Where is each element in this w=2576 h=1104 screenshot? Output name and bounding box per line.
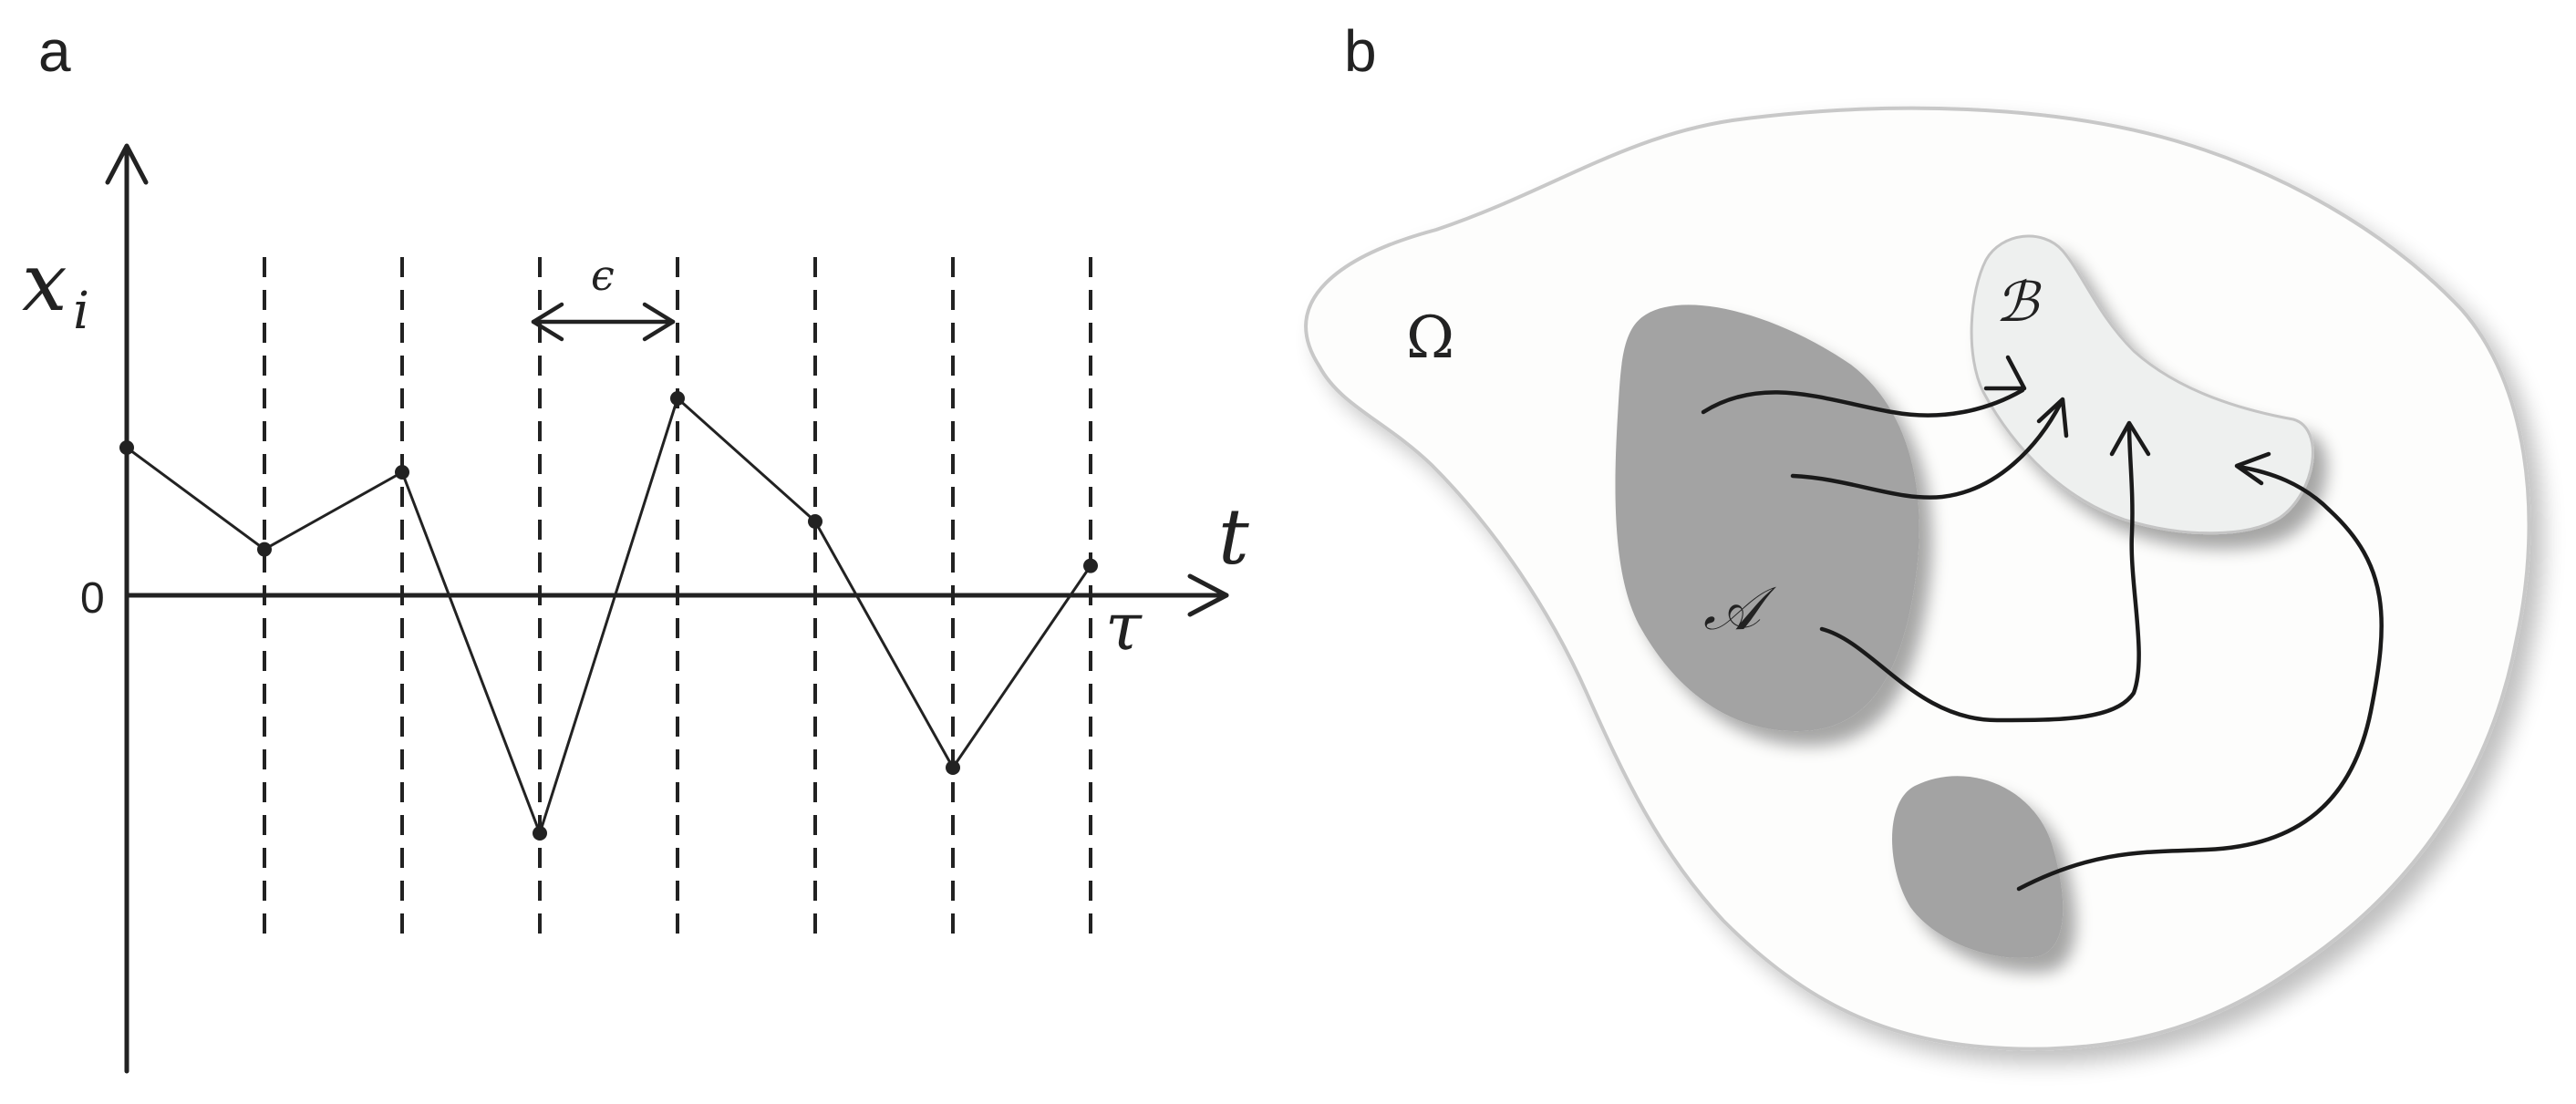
region-omega: [1304, 106, 2531, 1051]
region-omega-label: Ω: [1406, 304, 1454, 372]
series-point-2: [395, 465, 409, 480]
y-axis-label: x i: [22, 235, 89, 341]
grid-dashes: [263, 257, 1092, 944]
region-b: [1970, 234, 2314, 535]
region-a-small: [1892, 776, 2064, 958]
flow-arrow-2-head: [2036, 397, 2069, 439]
series-line: [126, 397, 1092, 835]
series-point-4: [670, 391, 685, 406]
series-points: [119, 391, 1098, 841]
series-point-1: [257, 542, 272, 557]
region-b-label: ℬ: [1995, 271, 2042, 335]
flow-arrow-1-head: [1983, 355, 2027, 391]
y-axis-label-subscript: i: [73, 282, 89, 341]
series-point-0: [119, 440, 134, 455]
flow-arrow-1: [1701, 387, 2025, 418]
flow-arrow-2: [1790, 400, 2064, 500]
interval-arrow-left-head: [531, 302, 564, 342]
panel-b: b Ω 𝒜 ℬ: [1304, 18, 2531, 1051]
panel-a: a 0 x i t τ ϵ: [22, 18, 1249, 1074]
interval-label: ϵ: [591, 251, 615, 300]
series-point-5: [808, 514, 822, 529]
x-axis-arrowhead: [1187, 573, 1229, 617]
series-point-3: [533, 826, 547, 841]
series-point-7: [1083, 558, 1098, 573]
y-axis-arrowhead: [105, 143, 149, 185]
region-a: [1615, 304, 1919, 732]
flow-arrow-4-head: [2234, 451, 2271, 486]
x-axis-secondary-label: τ: [1105, 588, 1143, 665]
interval-arrow-right-head: [642, 302, 676, 342]
series-point-6: [946, 760, 960, 775]
zero-tick-label: 0: [80, 574, 105, 623]
panel-a-label: a: [38, 18, 71, 84]
flow-arrow-4: [2016, 464, 2384, 892]
flow-arrow-3-head: [2109, 420, 2151, 457]
panel-b-label: b: [1344, 18, 1377, 84]
y-axis-label-base: x: [22, 235, 67, 329]
x-axis-label: t: [1218, 492, 1249, 582]
flow-arrow-3: [1819, 422, 2141, 723]
